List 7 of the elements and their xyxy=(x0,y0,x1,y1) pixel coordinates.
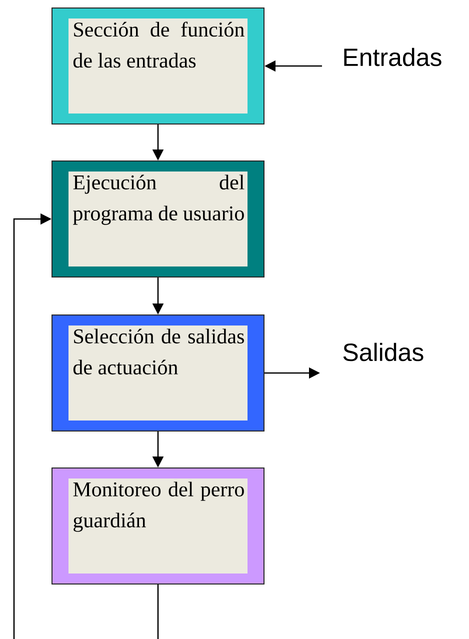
process-box: Selección de salidas de actuación xyxy=(52,314,264,432)
text-label: Entradas xyxy=(344,48,442,66)
text-label: Salidas xyxy=(343,342,424,362)
process-box: Ejecución del programa de usuario xyxy=(52,160,264,278)
arrow xyxy=(13,213,159,639)
process-box: Monitoreo del perro guardián xyxy=(52,468,264,584)
process-box: Sección de función de las entradas xyxy=(52,8,264,124)
